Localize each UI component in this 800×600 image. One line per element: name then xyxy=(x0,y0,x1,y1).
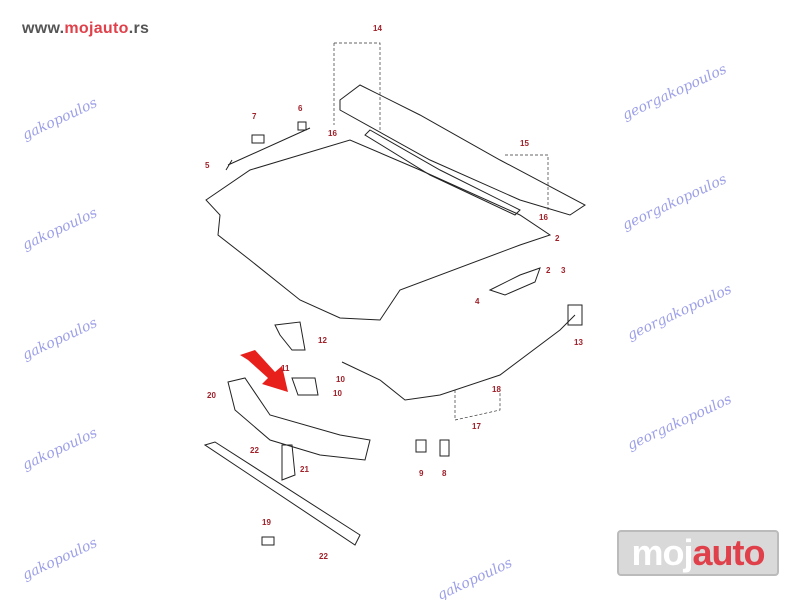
label-2[interactable]: 2 xyxy=(555,234,560,243)
prop-clip xyxy=(251,134,265,144)
watermark: gakopoulos xyxy=(435,555,515,600)
hood-prop-rod xyxy=(225,127,311,171)
cowl-panel xyxy=(339,84,586,216)
prop-holder xyxy=(297,121,307,131)
label-6[interactable]: 6 xyxy=(298,104,303,113)
label-2b[interactable]: 2 xyxy=(546,266,551,275)
label-12[interactable]: 12 xyxy=(318,336,327,345)
leader-15 xyxy=(505,154,549,210)
buffer xyxy=(439,439,450,457)
url-suffix: .rs xyxy=(128,20,150,37)
label-11[interactable]: 11 xyxy=(281,364,290,373)
hood-panel xyxy=(205,139,552,321)
label-16b[interactable]: 16 xyxy=(539,213,548,222)
url-brand: mojauto xyxy=(64,20,129,37)
label-10b[interactable]: 10 xyxy=(333,389,342,398)
label-13[interactable]: 13 xyxy=(574,338,583,347)
hood-hinge xyxy=(488,267,541,296)
label-22[interactable]: 22 xyxy=(250,446,259,455)
label-10[interactable]: 10 xyxy=(336,375,345,384)
label-14[interactable]: 14 xyxy=(373,24,382,33)
highlight-arrow xyxy=(240,350,288,392)
clip xyxy=(261,536,275,546)
watermark: gakopoulos xyxy=(20,205,100,254)
watermark: georgakopoulos xyxy=(625,391,734,453)
label-20[interactable]: 20 xyxy=(207,391,216,400)
logo-part2: auto xyxy=(692,532,766,573)
label-5[interactable]: 5 xyxy=(205,161,210,170)
watermark: georgakopoulos xyxy=(620,61,729,123)
release-handle xyxy=(567,304,583,326)
label-21[interactable]: 21 xyxy=(300,465,309,474)
label-3[interactable]: 3 xyxy=(561,266,566,275)
leader-14 xyxy=(333,42,381,130)
lower-beam xyxy=(203,441,361,546)
cross-member xyxy=(227,377,371,461)
watermark: georgakopoulos xyxy=(625,281,734,343)
label-18[interactable]: 18 xyxy=(492,385,501,394)
label-22b[interactable]: 22 xyxy=(319,552,328,561)
label-17[interactable]: 17 xyxy=(472,422,481,431)
lock-bracket xyxy=(291,377,319,396)
label-7[interactable]: 7 xyxy=(252,112,257,121)
lower-bracket xyxy=(281,444,296,481)
bump-stop xyxy=(415,439,427,453)
label-16[interactable]: 16 xyxy=(328,129,337,138)
label-15[interactable]: 15 xyxy=(520,139,529,148)
url-prefix: www. xyxy=(22,20,65,37)
leader-17 xyxy=(454,390,501,421)
label-8[interactable]: 8 xyxy=(442,469,447,478)
hood-lock xyxy=(274,321,306,351)
hood-seal xyxy=(364,129,521,216)
release-cable xyxy=(341,314,576,401)
label-9[interactable]: 9 xyxy=(419,469,424,478)
watermark: gakopoulos xyxy=(20,315,100,364)
watermark: gakopoulos xyxy=(20,535,100,584)
watermark: gakopoulos xyxy=(20,95,100,144)
label-4[interactable]: 4 xyxy=(475,297,480,306)
part-labels: 14 7 6 5 16 15 16 2 2 3 4 12 11 10 10 20… xyxy=(205,24,583,561)
logo-part1: moj xyxy=(631,532,693,573)
site-url[interactable]: www.mojauto.rs xyxy=(22,20,149,38)
watermark: georgakopoulos xyxy=(620,171,729,233)
label-19[interactable]: 19 xyxy=(262,518,271,527)
watermark: gakopoulos xyxy=(20,425,100,474)
